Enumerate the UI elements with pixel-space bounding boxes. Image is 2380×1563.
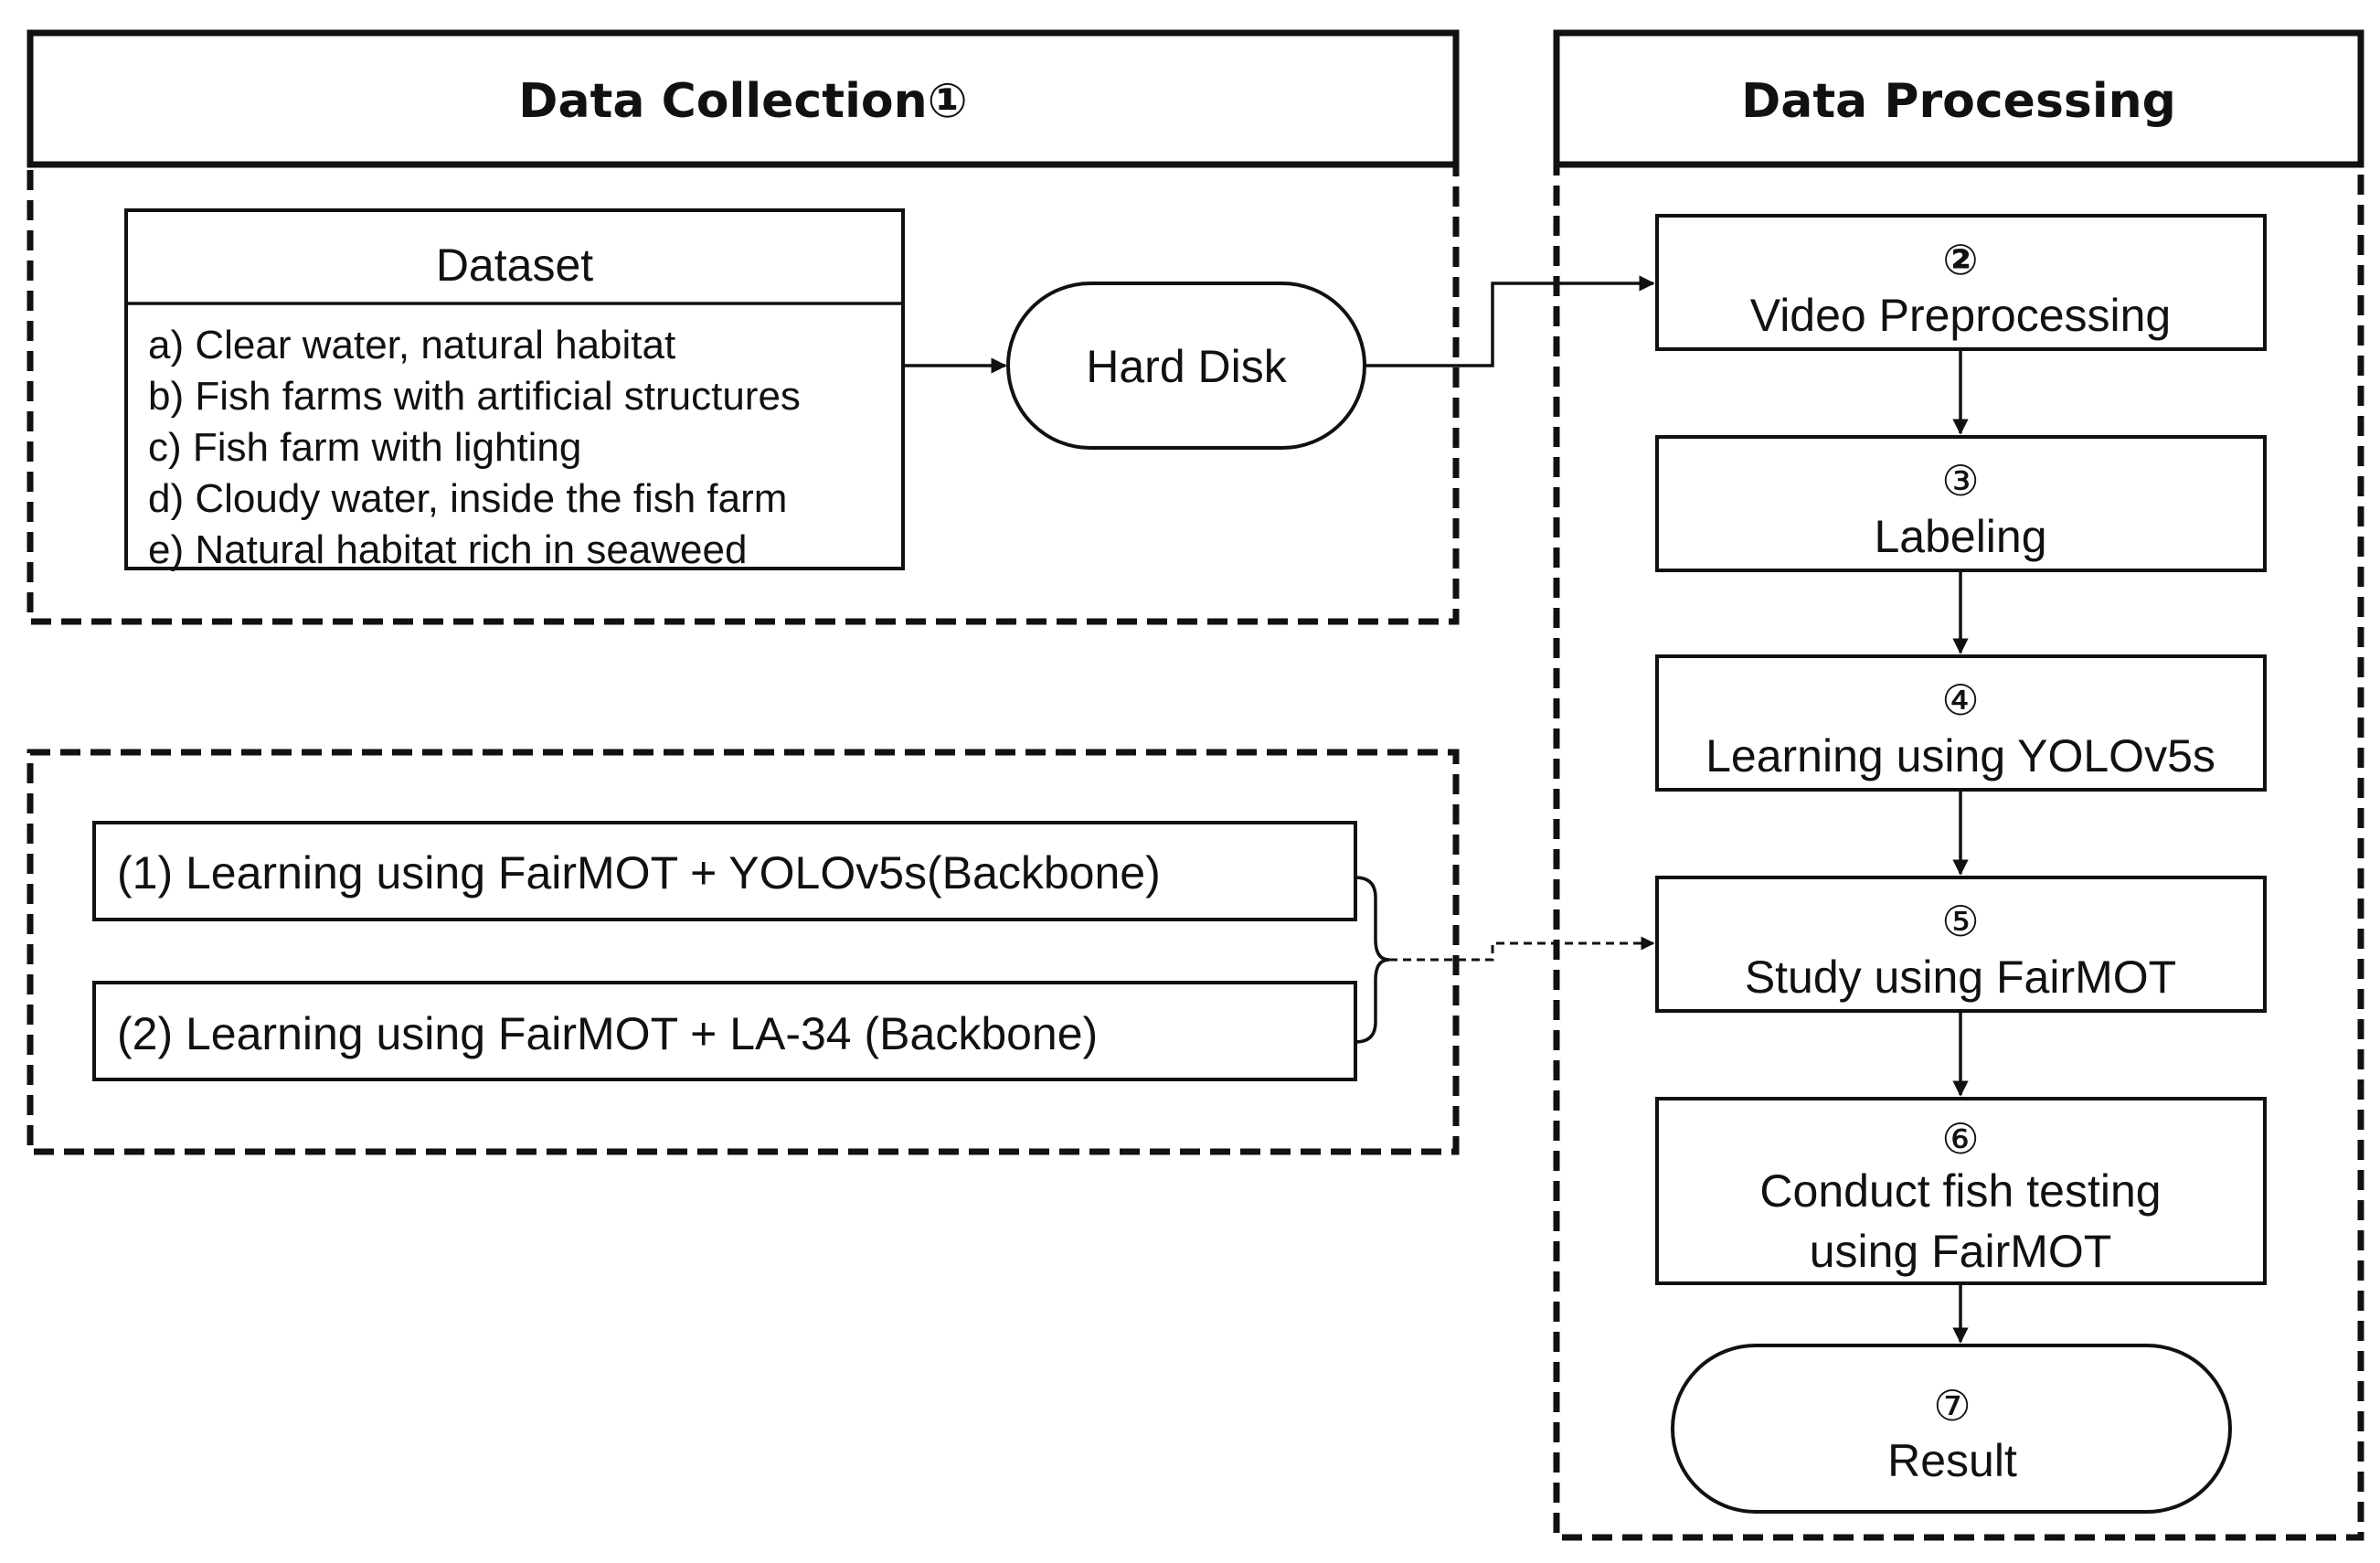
data-collection-section: Data Collection① Dataset a) Clear water,… <box>27 29 1460 625</box>
dataset-title: Dataset <box>436 239 593 291</box>
step-number-3: ③ <box>1941 457 1979 505</box>
collection-header-box <box>27 29 1460 168</box>
dataset-box: Dataset a) Clear water, natural habitat … <box>124 208 905 572</box>
step-number-4: ④ <box>1941 676 1979 724</box>
step-number-2: ② <box>1943 235 1979 284</box>
models-dashed-frame <box>27 749 1460 1155</box>
arrow-models-to-study <box>1389 936 1655 962</box>
arrow-harddisk-to-preprocessing <box>1365 275 1655 367</box>
step-number-5: ⑤ <box>1941 898 1979 945</box>
result-shape <box>1671 1344 2232 1514</box>
step-box-3 <box>1655 435 2267 572</box>
dataset-frame <box>124 208 905 570</box>
model-label-1: (1) Learning using FairMOT + YOLOv5s(Bac… <box>117 847 1161 898</box>
step-learning-yolov5s: ④ Learning using YOLOv5s <box>1655 654 2267 792</box>
step-label-6-line-1: Conduct fish testing <box>1759 1165 2161 1217</box>
step-label-2: Video Preprocessing <box>1750 290 2171 341</box>
processing-header-box <box>1553 29 2364 168</box>
step-label-6-line-2: using FairMOT <box>1810 1226 2112 1277</box>
dataset-item-b: b) Fish farms with artificial structures <box>148 374 801 419</box>
data-processing-section: Data Processing ② Video Preprocessing ③ … <box>1553 29 2364 1541</box>
step-label-3: Labeling <box>1874 511 2046 562</box>
step-box-2 <box>1655 214 2267 351</box>
result-node: ⑦ Result <box>1671 1344 2232 1514</box>
step-labeling: ③ Labeling <box>1655 435 2267 572</box>
processing-title: Data Processing <box>1741 74 2176 129</box>
model-box-1 <box>92 821 1357 921</box>
step-box-6 <box>1655 1097 2267 1285</box>
result-label: Result <box>1887 1435 2017 1486</box>
collection-title: Data Collection① <box>518 74 967 129</box>
dataset-item-c: c) Fish farm with lighting <box>148 425 581 470</box>
models-section: (1) Learning using FairMOT + YOLOv5s(Bac… <box>27 749 1460 1155</box>
hard-disk-label: Hard Disk <box>1086 341 1287 392</box>
result-number: ⑦ <box>1933 1382 1971 1430</box>
step-fish-testing: ⑥ Conduct fish testing using FairMOT <box>1655 1097 2267 1285</box>
processing-dashed-frame <box>1553 161 2364 1541</box>
step-label-5: Study using FairMOT <box>1745 952 2176 1003</box>
model-label-2: (2) Learning using FairMOT + LA-34 (Back… <box>117 1008 1098 1059</box>
step-box-4 <box>1655 654 2267 792</box>
dataset-item-a: a) Clear water, natural habitat <box>148 323 675 367</box>
step-label-4: Learning using YOLOv5s <box>1705 730 2215 782</box>
dataset-item-d: d) Cloudy water, inside the fish farm <box>148 476 787 521</box>
hard-disk-node: Hard Disk <box>1006 282 1366 450</box>
step-video-preprocessing: ② Video Preprocessing <box>1655 214 2267 351</box>
models-brace <box>1355 876 1390 1044</box>
step-number-6: ⑥ <box>1941 1115 1979 1163</box>
dataset-item-e: e) Natural habitat rich in seaweed <box>148 527 747 572</box>
model-box-2 <box>92 981 1357 1081</box>
step-study-fairmot: ⑤ Study using FairMOT <box>1655 876 2267 1013</box>
